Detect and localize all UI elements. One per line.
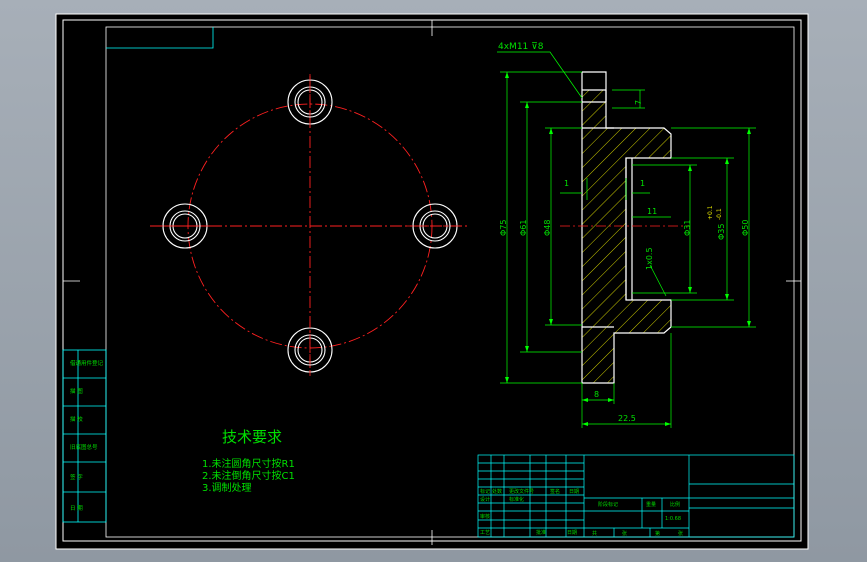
tb-r1-0: 标记	[480, 488, 490, 495]
side-panel-labels: 借通用件登记 描 图 描 校 旧底图总号 签 字 日 期	[70, 359, 104, 512]
side-label-5: 日 期	[70, 505, 83, 512]
dimension-arrows	[505, 72, 751, 426]
tb-r1-2: 更改文件号	[509, 488, 534, 495]
tb-bottom-2: 第	[655, 530, 660, 537]
dim-tol-lower: -0.1	[716, 208, 723, 220]
side-label-4: 签 字	[70, 473, 83, 481]
hole-callout: 4xM11 ⊽8	[498, 42, 544, 52]
dim-d61: Φ61	[519, 220, 528, 236]
tb-r2-0: 设计	[480, 496, 490, 503]
dim-7: 7	[634, 100, 643, 105]
tb-r4-0: 工艺	[480, 530, 490, 536]
title-block	[477, 454, 795, 538]
tb-r2-1: 标准化	[509, 496, 524, 503]
inner-frame	[105, 26, 795, 538]
dim-8: 8	[594, 390, 599, 399]
tb-r4-2: 日期	[567, 530, 577, 536]
side-label-3: 旧底图总号	[70, 443, 98, 451]
title-block-text: 标记 处数 更改文件号 签名 日期 设计 标准化 审核 工艺 批准 日期 阶段标…	[480, 488, 683, 537]
section-hatch	[582, 90, 671, 383]
tb-scale: 1:0.68	[665, 516, 681, 522]
tech-req-line-3: 3.调制处理	[202, 481, 252, 494]
tb-mid-1: 重量	[646, 501, 656, 508]
side-label-0: 借通用件登记	[70, 359, 104, 367]
side-panel	[62, 349, 107, 523]
dim-d31: Φ31	[683, 220, 692, 236]
tb-bottom-0: 共	[592, 530, 597, 537]
dimension-lines	[497, 51, 756, 428]
tb-bottom-1: 张	[622, 530, 627, 537]
side-label-2: 描 校	[70, 415, 83, 423]
tb-r3-0: 审核	[480, 513, 490, 520]
section-view: 4xM11 ⊽8 7 Φ75 Φ61 Φ48 1 1 11 1x0.5 Φ31 …	[497, 42, 756, 428]
paper-sheet	[56, 14, 808, 549]
dim-chamfer: 1x0.5	[645, 247, 654, 270]
front-view	[150, 74, 470, 378]
tb-mid-2: 比例	[670, 501, 680, 508]
dim-tol-upper: +0.1	[707, 205, 714, 220]
tech-req-title: 技术要求	[222, 428, 282, 446]
dim-d35: Φ35	[717, 224, 726, 240]
tb-mid-0: 阶段标记	[598, 501, 618, 508]
tech-req-line-1: 1.未注圆角尺寸按R1	[202, 457, 295, 470]
dim-22-5: 22.5	[618, 414, 636, 423]
tech-req-line-2: 2.未注倒角尺寸按C1	[202, 469, 295, 482]
dim-d75: Φ75	[499, 220, 508, 236]
tb-r1-3: 签名	[550, 488, 560, 495]
top-left-tab	[106, 27, 214, 49]
side-label-1: 描 图	[70, 387, 83, 395]
dim-step-right: 1	[640, 179, 645, 188]
centering-marks	[63, 20, 801, 545]
dim-d50: Φ50	[741, 220, 750, 236]
dim-d48: Φ48	[543, 220, 552, 236]
tech-requirements: 技术要求 1.未注圆角尺寸按R1 2.未注倒角尺寸按C1 3.调制处理	[202, 428, 295, 494]
tb-r4-1: 批准	[536, 529, 546, 536]
tb-bottom-3: 张	[678, 530, 683, 537]
tb-r1-4: 日期	[569, 489, 579, 495]
dim-step-left: 1	[564, 179, 569, 188]
dim-11: 11	[647, 207, 657, 216]
sheet-border	[55, 13, 809, 550]
tb-r1-1: 处数	[492, 488, 502, 495]
